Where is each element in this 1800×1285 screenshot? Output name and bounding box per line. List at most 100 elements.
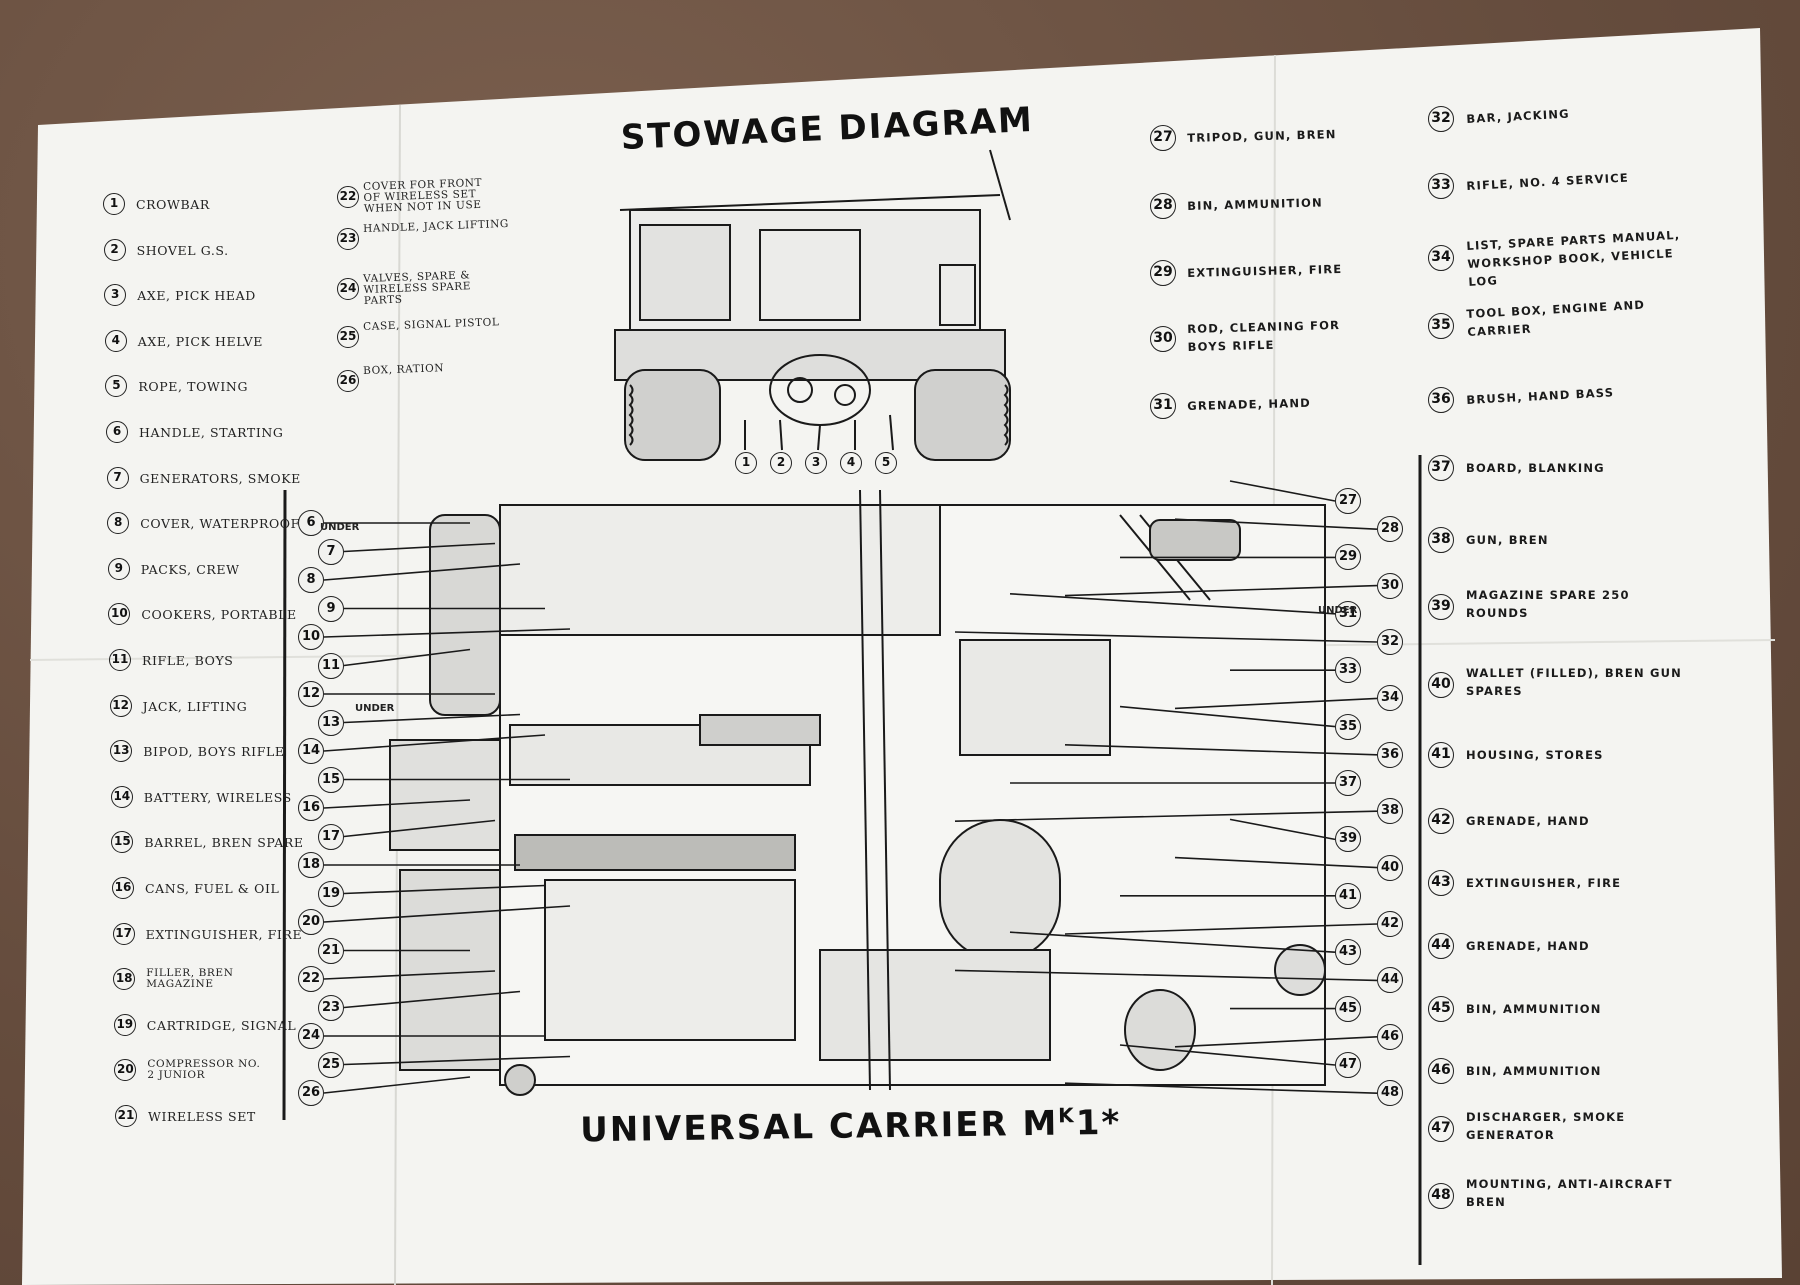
plan-callout: 41 [1335, 882, 1361, 909]
legend-label: FILLER, BREN MAGAZINE [146, 967, 234, 991]
legend-label: ROD, CLEANING FOR BOYS RIFLE [1187, 317, 1341, 354]
legend-number: 23 [337, 228, 359, 250]
legend-label: BARREL, BREN SPARE [144, 835, 304, 851]
plan-callout: 8 [298, 567, 324, 593]
leader-line [323, 970, 496, 980]
legend-label: EXTINGUISHER, FIRE [1466, 876, 1622, 890]
plan-callout: 28 [1377, 516, 1403, 543]
front-view-callout: 4 [840, 452, 862, 474]
legend-label: WIRELESS SET [148, 1109, 256, 1124]
plan-callout: 15 [318, 766, 344, 793]
plan-callout: 12 [298, 681, 324, 707]
plan-callout: 14 [298, 738, 324, 764]
legend-number: 47 [1428, 1116, 1454, 1142]
leader-line [1064, 584, 1378, 597]
legend-number: 33 [1428, 173, 1454, 199]
plan-callout: 43 [1335, 939, 1361, 966]
legend-number: 5 [105, 375, 128, 398]
legend-number: 29 [1150, 260, 1176, 286]
legend-label: HANDLE, STARTING [139, 425, 284, 440]
leader-line [1064, 923, 1378, 935]
legend-number: 4 [104, 329, 127, 352]
leader-line [323, 905, 571, 923]
legend-label: AXE, PICK HEAD [137, 288, 256, 304]
legend-number: 10 [108, 603, 131, 626]
leader-line [1009, 593, 1336, 615]
legend-label: COOKERS, PORTABLE [141, 607, 297, 623]
leader-line [343, 713, 521, 724]
legend-number: 22 [337, 186, 359, 208]
front-view-callout: 3 [805, 452, 827, 474]
leader-line [323, 563, 521, 581]
plan-callout: 30 [1377, 572, 1403, 599]
legend-number: 13 [110, 740, 133, 763]
plan-callout: 21 [318, 937, 344, 964]
legend-number: 44 [1428, 933, 1454, 959]
front-view-callout: 5 [875, 452, 897, 474]
legend-number: 12 [109, 694, 132, 717]
plan-callout: 33 [1335, 657, 1361, 684]
legend-number: 43 [1428, 870, 1454, 896]
plan-callout: 17 [318, 823, 344, 850]
legend-label: CARTRIDGE, SIGNAL [146, 1017, 297, 1033]
vehicle-name-main: UNIVERSAL CARRIER M [580, 1103, 1059, 1151]
leader-line [343, 1055, 571, 1066]
legend-number: 20 [114, 1059, 137, 1082]
legend-label: BIN, AMMUNITION [1466, 1064, 1602, 1078]
legend-number: 37 [1428, 455, 1454, 481]
leader-line [323, 734, 546, 752]
plan-callout: 19 [318, 880, 344, 907]
legend-label: MAGAZINE SPARE 250 ROUNDS [1466, 588, 1630, 620]
legend-number: 19 [113, 1013, 136, 1036]
plan-callout: 44 [1377, 967, 1403, 994]
legend-label: VALVES, SPARE & WIRELESS SPARE PARTS [362, 269, 472, 307]
legend-label: ROPE, TOWING [138, 379, 249, 395]
leader-line [1064, 744, 1378, 756]
legend-label: BOARD, BLANKING [1466, 461, 1605, 475]
plan-callout: 34 [1377, 685, 1403, 712]
legend-label: AXE, PICK HELVE [137, 333, 264, 349]
legend-number: 24 [337, 278, 359, 300]
leader-line [954, 969, 1378, 982]
under-label-right: UNDER [1318, 605, 1358, 616]
plan-callout: 32 [1377, 629, 1403, 655]
legend-number: 25 [337, 326, 359, 348]
legend-number: 34 [1428, 245, 1454, 271]
vehicle-name-tail: 1* [1075, 1102, 1122, 1144]
legend-label: SHOVEL G.S. [136, 242, 229, 258]
legend-number: 7 [106, 466, 129, 489]
plan-callout: 16 [298, 795, 324, 821]
plan-callout: 13 [318, 709, 344, 736]
legend-number: 30 [1150, 326, 1176, 352]
plan-callout: 18 [298, 852, 324, 878]
legend-number: 14 [110, 785, 133, 808]
vehicle-name-sup: K [1058, 1103, 1076, 1128]
leader-line [343, 648, 471, 667]
leader-line [954, 631, 1378, 643]
plan-callout: 47 [1335, 1052, 1361, 1078]
legend-label: GRENADE, HAND [1466, 814, 1590, 828]
plan-callout: 9 [318, 595, 344, 622]
legend-label: RIFLE, BOYS [142, 653, 234, 668]
legend-number: 32 [1428, 106, 1454, 132]
legend-number: 15 [111, 831, 134, 854]
plan-callout: 39 [1335, 826, 1361, 853]
legend-label: JACK, LIFTING [142, 698, 248, 714]
plan-callout: 10 [298, 624, 324, 650]
legend-number: 36 [1428, 387, 1454, 413]
plan-callout: 24 [298, 1023, 324, 1049]
legend-number: 27 [1150, 125, 1176, 151]
plan-callout: 45 [1335, 995, 1361, 1022]
legend-label: COVER, WATERPROOF [140, 516, 300, 532]
plan-callout: 11 [318, 652, 344, 679]
leader-line [343, 990, 521, 1009]
legend-number: 3 [104, 284, 127, 307]
legend-number: 16 [112, 877, 134, 899]
leader-line [1229, 480, 1336, 502]
plan-callout: 36 [1377, 741, 1403, 768]
vehicle-name: UNIVERSAL CARRIER MK1* [580, 1102, 1122, 1151]
legend-number: 17 [112, 922, 135, 945]
plan-view-drawing [389, 489, 1326, 1096]
legend-label: LIST, SPARE PARTS MANUAL, WORKSHOP BOOK,… [1466, 227, 1681, 289]
